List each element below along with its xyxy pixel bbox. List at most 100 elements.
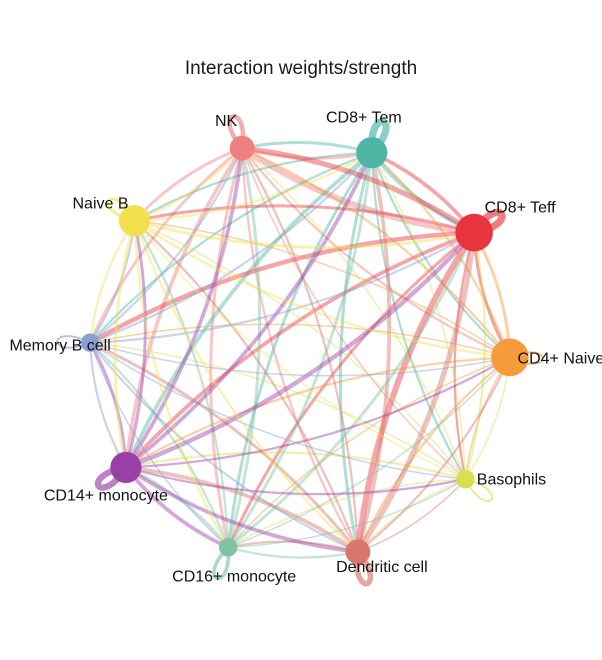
edge-cd16mono-to-naiveb: [133, 219, 230, 549]
edge-cd16mono-to-nk: [226, 146, 262, 549]
edge-naiveb-to-cd8tem: [133, 151, 373, 222]
edge-basophils-to-memoryb: [89, 341, 467, 481]
edge-dendritic-to-cd8teff: [355, 229, 477, 555]
self-loop-dendritic: [354, 550, 373, 587]
edge-cd8teff-to-nk: [239, 145, 477, 236]
edge-cd4naive-to-cd16mono: [227, 356, 511, 549]
edge-basophils-to-dendritic: [357, 478, 467, 553]
label-cd8teff: CD8+ Teff: [485, 200, 557, 217]
edge-cd8tem-to-dendritic: [338, 151, 374, 554]
edge-basophils-to-cd14mono: [124, 451, 467, 481]
interaction-edges: [87, 140, 512, 559]
edge-cd8teff-to-cd16mono: [226, 231, 476, 549]
edge-cd8tem-to-basophils: [370, 151, 467, 481]
edge-cd4naive-to-dendritic: [356, 356, 511, 553]
node-cd8tem: [356, 137, 388, 169]
edge-dendritic-to-nk: [240, 147, 360, 553]
edge-nk-to-cd8teff: [239, 145, 478, 236]
edge-memoryb-to-cd8teff: [89, 231, 476, 344]
edge-cd4naive-to-cd8tem: [370, 151, 511, 359]
cell-type-nodes: [80, 135, 529, 565]
edge-cd16mono-to-cd8tem: [226, 151, 374, 549]
edge-cd16mono-to-dendritic: [227, 546, 360, 559]
edge-basophils-to-cd8teff: [464, 231, 487, 481]
label-cd16mono: CD16+ monocyte: [172, 568, 296, 585]
edge-cd14mono-to-cd4naive: [124, 356, 511, 469]
edge-memoryb-to-basophils: [89, 341, 467, 481]
edge-memoryb-to-nk: [89, 147, 244, 344]
edge-naiveb-to-cd14mono: [113, 219, 137, 469]
edge-dendritic-to-basophils: [357, 478, 467, 553]
node-memoryb: [80, 333, 100, 352]
edge-naiveb-to-cd8teff: [133, 219, 476, 249]
edge-cd4naive-to-cd14mono: [124, 356, 511, 469]
edge-cd8tem-to-cd16mono: [226, 151, 374, 549]
self-loop-nk: [227, 114, 246, 150]
label-memoryb: Memory B cell: [9, 338, 110, 355]
edge-cd16mono-to-cd4naive: [227, 356, 511, 549]
edge-cd14mono-to-nk: [124, 146, 244, 470]
edge-naiveb-to-dendritic: [133, 219, 360, 553]
node-cd14mono: [110, 451, 142, 484]
edge-memoryb-to-cd4naive: [89, 341, 511, 377]
edge-nk-to-memoryb: [88, 146, 244, 345]
edge-memoryb-to-cd8tem: [89, 151, 373, 344]
edge-nk-to-basophils: [241, 147, 467, 481]
edge-cd8tem-to-cd14mono: [124, 150, 374, 470]
self-loop-memoryb: [56, 335, 91, 349]
edge-memoryb-to-cd16mono: [89, 341, 229, 549]
edge-cd14mono-to-dendritic: [124, 465, 360, 554]
label-dendritic: Dendritic cell: [336, 559, 428, 576]
edge-nk-to-cd16mono: [209, 146, 244, 549]
node-nk: [229, 135, 255, 161]
edge-cd16mono-to-basophils: [227, 478, 467, 549]
edge-dendritic-to-cd8tem: [356, 150, 392, 554]
edge-cd8tem-to-naiveb: [133, 151, 373, 222]
edge-cd8teff-to-memoryb: [87, 230, 477, 345]
edge-dendritic-to-naiveb: [133, 219, 360, 553]
edge-nk-to-cd14mono: [124, 146, 244, 470]
edge-naiveb-to-cd16mono: [133, 219, 230, 549]
self-loop-basophils: [464, 478, 494, 502]
label-naiveb: Naive B: [73, 196, 129, 213]
node-naiveb: [118, 205, 151, 237]
edge-naiveb-to-cd4naive: [133, 219, 511, 359]
edge-cd14mono-to-naiveb: [124, 219, 147, 469]
label-cd14mono: CD14+ monocyte: [44, 487, 168, 504]
edge-cd8teff-to-naiveb: [133, 204, 476, 235]
edge-cd16mono-to-memoryb: [89, 341, 230, 549]
edge-cd14mono-to-cd8tem: [124, 150, 374, 470]
edge-cd4naive-to-memoryb: [89, 323, 511, 359]
edge-naiveb-to-basophils: [133, 219, 467, 481]
edge-cd4naive-to-naiveb: [133, 219, 511, 359]
edge-cd16mono-to-cd8teff: [226, 231, 476, 549]
edge-dendritic-to-cd14mono: [124, 465, 360, 554]
edge-cd4naive-to-nk: [240, 147, 511, 359]
edge-cd8teff-to-cd14mono: [124, 230, 476, 470]
edge-basophils-to-nk: [241, 147, 467, 481]
edge-basophils-to-cd8tem: [371, 151, 467, 481]
edge-basophils-to-cd16mono: [227, 478, 467, 549]
diagram-title: Interaction weights/strength: [185, 58, 417, 79]
self-loop-cd16mono: [212, 546, 231, 581]
label-nk: NK: [215, 113, 238, 130]
label-cd4naive: CD4+ Naive T: [518, 350, 602, 367]
edge-memoryb-to-dendritic: [89, 341, 360, 553]
edge-cd14mono-to-basophils: [124, 466, 467, 496]
edge-dendritic-to-cd16mono: [227, 540, 360, 553]
edge-cd14mono-to-cd8teff: [123, 230, 477, 470]
edge-basophils-to-naiveb: [133, 219, 467, 481]
node-cd8teff: [455, 213, 493, 252]
edge-nk-to-cd4naive: [240, 147, 511, 359]
label-cd8tem: CD8+ Tem: [326, 110, 402, 127]
node-cd16mono: [218, 538, 238, 557]
label-basophils: Basophils: [477, 471, 546, 488]
edge-dendritic-to-cd4naive: [356, 356, 511, 553]
node-dendritic: [345, 539, 371, 565]
edge-cd8tem-to-memoryb: [89, 151, 373, 344]
edge-cd8tem-to-cd4naive: [370, 151, 511, 359]
node-cd4naive: [491, 338, 529, 377]
edge-cd8teff-to-dendritic: [354, 229, 478, 555]
